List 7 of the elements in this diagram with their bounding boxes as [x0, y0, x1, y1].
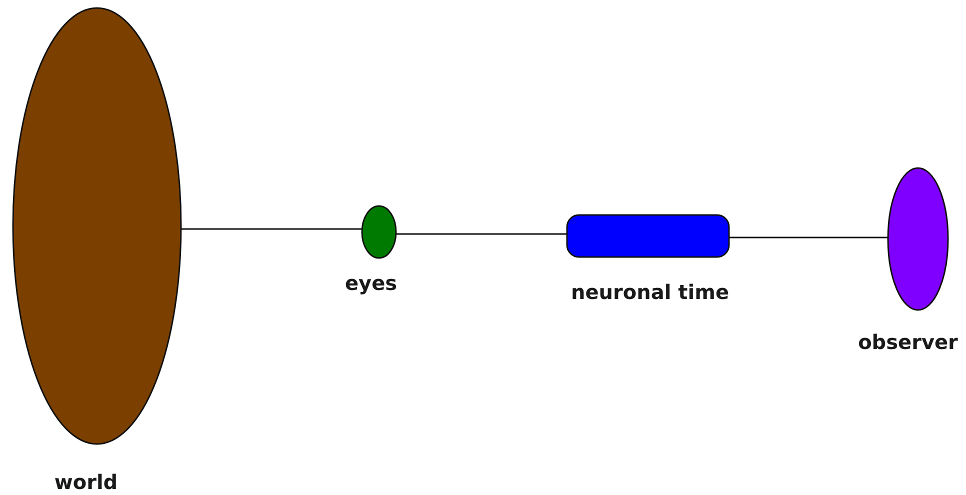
- node-label: eyes: [344, 271, 398, 295]
- node-label: neuronal time: [570, 280, 730, 304]
- connector-line: [181, 228, 362, 230]
- node-label: world: [54, 470, 118, 494]
- connector-line: [729, 236, 888, 238]
- node-label: observer: [858, 330, 958, 354]
- connector-line: [396, 233, 567, 235]
